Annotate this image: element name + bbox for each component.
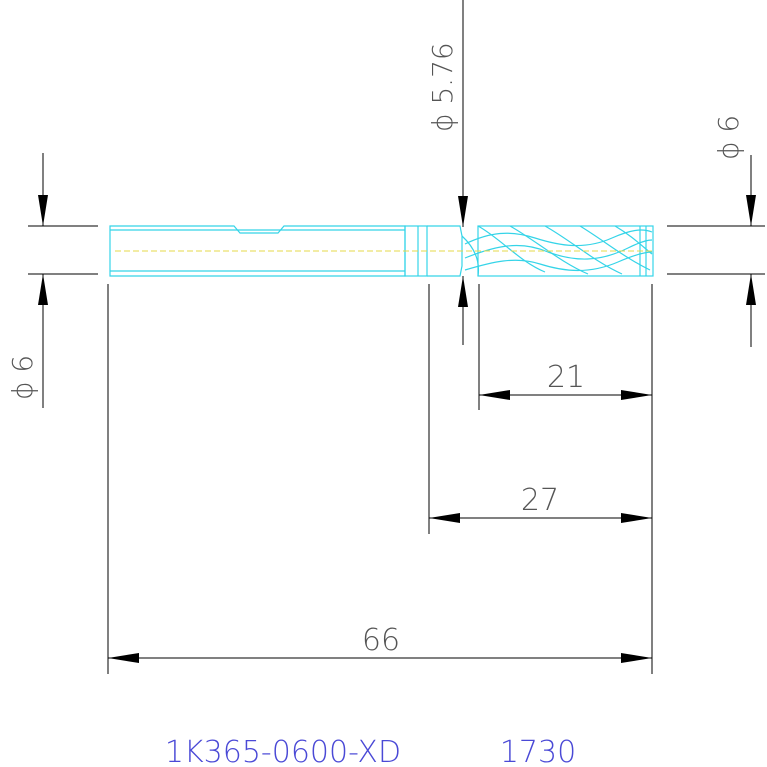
dim-text-tip-diameter: ϕ 6	[712, 115, 745, 160]
part-number: 1K365-0600-XD	[165, 735, 401, 767]
dim-text-shank-diameter: ϕ 6	[6, 355, 39, 400]
helical-flutes	[461, 225, 653, 277]
dim-flute-length	[479, 390, 652, 400]
dim-shank-diameter	[28, 153, 98, 408]
dim-text-flute-diameter: ϕ 5.76	[426, 42, 459, 132]
shank-outline	[109, 225, 406, 277]
dim-text-cut-length: 27	[521, 483, 559, 518]
dim-overall-length	[108, 653, 652, 663]
dim-text-flute-length: 21	[547, 360, 585, 395]
dim-tip-diameter	[667, 155, 765, 347]
extension-lines	[107, 284, 653, 674]
part-code: 1730	[500, 735, 576, 767]
dim-flute-diameter	[458, 0, 468, 345]
dim-cut-length	[429, 513, 652, 523]
end-mill-tool	[109, 225, 654, 277]
dim-text-overall-length: 66	[362, 623, 400, 658]
